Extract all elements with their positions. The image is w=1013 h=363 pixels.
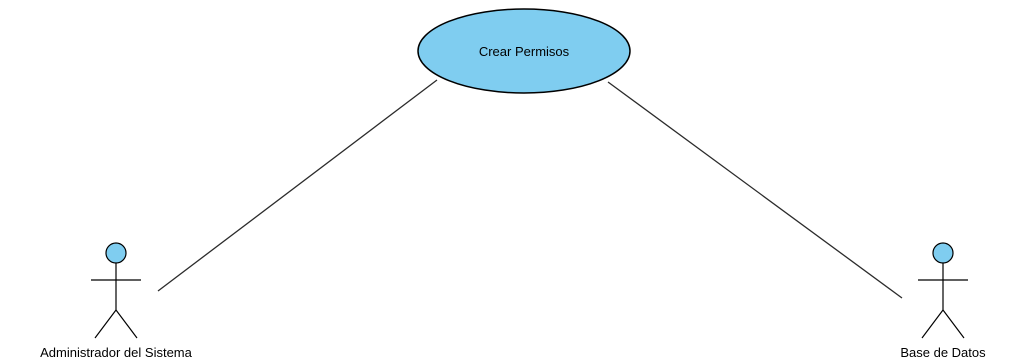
actor-label: Base de Datos <box>900 345 986 360</box>
use-case-crear-permisos[interactable]: Crear Permisos <box>417 8 631 94</box>
association-basedatos-crear-permisos <box>607 81 903 299</box>
actor-label: Administrador del Sistema <box>40 345 192 360</box>
stick-figure-icon <box>91 242 141 339</box>
association-admin-crear-permisos <box>157 79 438 292</box>
actor-base-de-datos[interactable]: Base de Datos <box>900 242 986 360</box>
use-case-ellipse <box>417 8 631 94</box>
actor-administrador-del-sistema[interactable]: Administrador del Sistema <box>40 242 193 360</box>
stick-figure-icon <box>918 242 968 339</box>
use-case-label: Crear Permisos <box>479 44 570 59</box>
